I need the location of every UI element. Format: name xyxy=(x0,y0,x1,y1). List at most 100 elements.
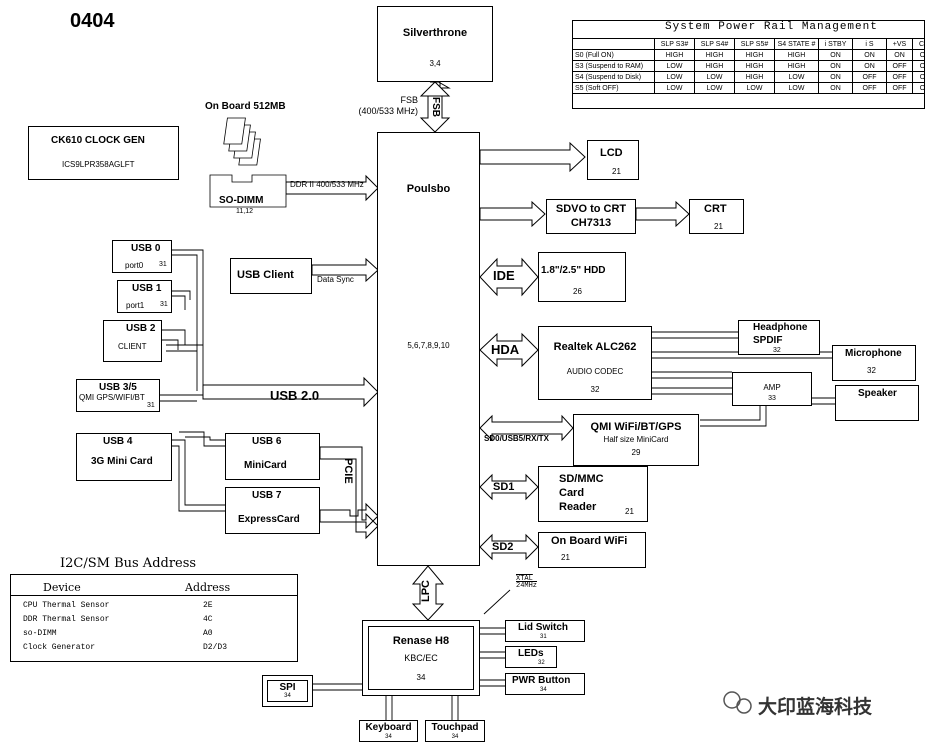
lcd-box: LCD 21 xyxy=(587,140,639,180)
power-table-row-cell: O xyxy=(912,60,924,72)
power-table-header-cell: i STBY xyxy=(818,38,853,50)
fsb-speed: FSB(400/533 MHz) xyxy=(358,95,418,116)
usb35-box: USB 3/5 QMI GPS/WIFI/BT 31 xyxy=(76,379,160,412)
sdvo-label: SDVO to CRT xyxy=(555,203,627,215)
cpu-name: Silverthrone xyxy=(402,27,468,39)
power-table-row-cell: S3 (Suspend to RAM) xyxy=(573,60,655,72)
power-table-row-cell: HIGH xyxy=(774,60,819,72)
i2c-device: DDR Thermal Sensor xyxy=(23,615,110,624)
power-table-row-cell: OFF xyxy=(852,71,887,83)
sdcard-label-2: Card xyxy=(559,487,585,499)
kbc-page: 34 xyxy=(416,673,426,682)
power-table-row-cell: HIGH xyxy=(694,49,735,61)
lid-switch-box: Lid Switch 31 xyxy=(505,620,585,642)
hdd-box: 1.8"/2.5" HDD 26 xyxy=(538,252,626,302)
usb35-label: USB 3/5 xyxy=(99,382,137,393)
i2c-address: 4C xyxy=(203,615,213,624)
chipset-box: Poulsbo 5,6,7,8,9,10 xyxy=(377,132,480,566)
power-table-row-cell: LOW xyxy=(774,82,819,94)
usb6-sub: MiniCard xyxy=(244,460,287,471)
i2c-title: I2C/SM Bus Address xyxy=(60,556,197,571)
power-table-row-cell: HIGH xyxy=(774,49,819,61)
usb0-box: USB 0 port0 31 xyxy=(112,240,172,273)
power-table-row-cell: ON xyxy=(852,49,887,61)
cpu-box: Silverthrone 3,4 xyxy=(377,6,493,82)
speaker-box: Speaker xyxy=(835,385,919,421)
power-table-row-cell: O xyxy=(912,49,924,61)
codec-box: Realtek ALC262 AUDIO CODEC 32 xyxy=(538,326,652,400)
wifi-label: On Board WiFi xyxy=(551,535,628,547)
power-table-header-cell: SLP S5# xyxy=(734,38,775,50)
spi-box: SPI 34 xyxy=(262,675,313,707)
codec-page: 32 xyxy=(590,385,600,394)
power-table-header-cell: i S xyxy=(852,38,887,50)
sd1-label: SD1 xyxy=(493,481,515,493)
qmi-sub: Half size MiniCard xyxy=(603,435,669,444)
keyboard-box: Keyboard 34 xyxy=(359,720,418,742)
i2c-device: Clock Generator xyxy=(23,643,96,652)
power-table-row-cell: OFF xyxy=(886,71,913,83)
qmi-box: QMI WiFi/BT/GPS Half size MiniCard 29 xyxy=(573,414,699,466)
lpc-arrow xyxy=(411,565,445,621)
sdvo-box: SDVO to CRT CH7313 xyxy=(546,199,636,234)
usb-bus-label: USB 2.0 xyxy=(270,388,320,403)
touchpad-box: Touchpad 34 xyxy=(425,720,485,742)
lpc-label: LPC xyxy=(420,580,432,602)
power-table-row-cell: LOW xyxy=(654,60,695,72)
power-table-row-cell: OFF xyxy=(852,82,887,94)
onboard-memory-label: On Board 512MB xyxy=(205,101,286,112)
power-table-row-cell: HIGH xyxy=(734,49,775,61)
usb1-page: 31 xyxy=(160,301,168,308)
cpu-page: 3,4 xyxy=(429,59,441,68)
sodimm-page: 11,12 xyxy=(236,208,253,215)
power-rail-table: System Power Rail Management SLP S3#SLP … xyxy=(572,20,925,109)
wifi-box: On Board WiFi 21 xyxy=(538,532,646,568)
sd0-bus-label: SD0/USB5/RX/TX xyxy=(484,434,549,443)
chipset-name: Poulsbo xyxy=(406,183,451,195)
usb0-label: USB 0 xyxy=(131,243,161,254)
power-table-row-cell: O xyxy=(912,82,924,94)
sdcard-label-3: Reader xyxy=(559,501,597,513)
usb-client-box: USB Client xyxy=(230,258,312,294)
power-table-row-cell: S5 (Soft OFF) xyxy=(573,82,655,94)
speaker-label: Speaker xyxy=(858,388,897,399)
power-table-row-cell: HIGH xyxy=(654,49,695,61)
usb2-label: USB 2 xyxy=(126,323,156,334)
sd2-arrow xyxy=(479,533,539,561)
pwr-page: 34 xyxy=(540,687,547,693)
usb0-port: port0 xyxy=(125,261,144,270)
keyboard-page: 34 xyxy=(385,734,392,740)
power-table-title: System Power Rail Management xyxy=(665,21,878,33)
lcd-label: LCD xyxy=(600,147,623,159)
power-table-row-cell: LOW xyxy=(774,71,819,83)
usb4-box: USB 4 3G Mini Card xyxy=(76,433,172,481)
usb7-sub: ExpressCard xyxy=(238,514,300,525)
usb35-sub: QMI GPS/WIFI/BT xyxy=(79,393,145,402)
lid-page: 31 xyxy=(540,634,547,640)
usb6-box: USB 6 MiniCard xyxy=(225,433,320,480)
usb35-page: 31 xyxy=(147,402,155,409)
fsb-label: FSB xyxy=(430,97,441,117)
leds-page: 32 xyxy=(538,660,545,666)
power-table-row-cell: OFF xyxy=(886,82,913,94)
power-table-row-cell: LOW xyxy=(654,82,695,94)
crt-label: CRT xyxy=(704,203,727,215)
usb-bus-arrow xyxy=(202,376,379,408)
power-table-row-cell: ON xyxy=(818,71,853,83)
spdif-label: SPDIF xyxy=(753,335,783,346)
power-table-row-cell: O xyxy=(912,71,924,83)
usb1-label: USB 1 xyxy=(132,283,162,294)
usb4-sub: 3G Mini Card xyxy=(91,456,153,467)
usb4-label: USB 4 xyxy=(103,436,133,447)
hdd-label: 1.8"/2.5" HDD xyxy=(541,265,606,276)
power-table-row-cell: ON xyxy=(886,49,913,61)
hda-label: HDA xyxy=(491,342,520,357)
power-table-row-cell: ON xyxy=(818,82,853,94)
usb0-page: 31 xyxy=(159,261,167,268)
lid-label: Lid Switch xyxy=(518,622,568,633)
lcd-page: 21 xyxy=(612,167,621,176)
kbc-box: Renase H8 KBC/EC 34 xyxy=(362,620,480,696)
